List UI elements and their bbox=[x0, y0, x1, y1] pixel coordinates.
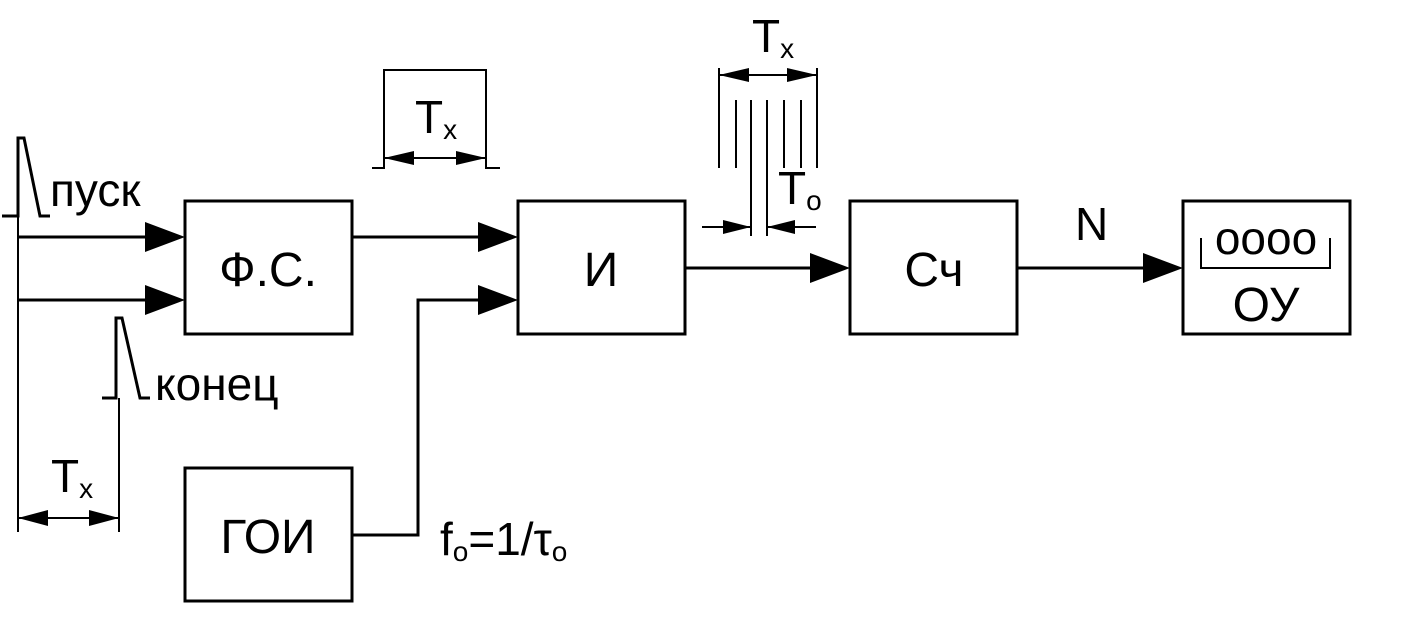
arrowhead bbox=[478, 222, 518, 252]
display-label: ОУ bbox=[1233, 279, 1300, 332]
arrowhead bbox=[787, 68, 817, 82]
frequency-label: fo=1/τo bbox=[440, 513, 567, 567]
display-digits: oooo bbox=[1215, 212, 1317, 264]
end-label: конец bbox=[155, 358, 279, 410]
arrowhead bbox=[767, 220, 795, 234]
train-tx-label: Tx bbox=[752, 10, 794, 64]
arrowhead bbox=[145, 222, 185, 252]
arrowhead bbox=[723, 220, 751, 234]
goi-to-and-wire bbox=[352, 298, 480, 537]
counter-block bbox=[848, 199, 1019, 336]
arrowhead bbox=[18, 510, 48, 526]
start-pulse bbox=[2, 136, 50, 218]
arrowhead bbox=[1143, 253, 1183, 283]
count-label: N bbox=[1075, 198, 1108, 250]
arrowhead bbox=[89, 510, 119, 526]
counter-label: Сч bbox=[904, 244, 963, 297]
goi-block bbox=[183, 466, 354, 603]
arrowhead bbox=[719, 68, 749, 82]
arrowhead bbox=[145, 285, 185, 315]
arrowhead bbox=[810, 253, 850, 283]
pulse-train bbox=[718, 68, 818, 236]
start-label: пуск bbox=[50, 164, 141, 216]
fs-label: Ф.С. bbox=[219, 244, 317, 297]
arrowhead bbox=[478, 285, 518, 315]
and-label: И bbox=[584, 244, 619, 297]
tx-label: Tx bbox=[51, 450, 93, 504]
period-label: To bbox=[778, 162, 822, 216]
gate-tx-label: Tx bbox=[415, 91, 457, 145]
display-window bbox=[1200, 238, 1331, 269]
goi-label: ГОИ bbox=[220, 511, 315, 564]
arrowhead bbox=[456, 151, 486, 165]
arrowhead bbox=[384, 151, 414, 165]
end-pulse bbox=[102, 316, 150, 400]
fs-block bbox=[183, 199, 354, 336]
gate-pulse bbox=[372, 69, 500, 169]
